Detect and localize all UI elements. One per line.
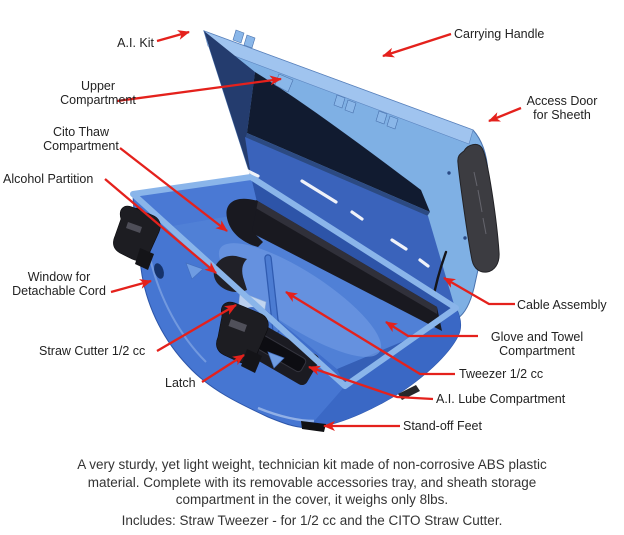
lid-inner-left-wall bbox=[204, 31, 255, 177]
callout-line-carrying-handle bbox=[382, 32, 452, 58]
callout-line-alcohol-partition bbox=[104, 178, 217, 274]
callout-line-upper-compartment bbox=[116, 75, 282, 103]
callout-line-straw-cutter bbox=[156, 304, 237, 352]
label-cito-thaw: Cito Thaw Compartment bbox=[43, 125, 119, 153]
lid-top-ridge bbox=[203, 30, 474, 145]
latch-upper bbox=[113, 205, 161, 270]
label-latch: Latch bbox=[165, 376, 196, 390]
label-upper-compartment: Upper Compartment bbox=[60, 79, 136, 107]
callout-line-ai-lube bbox=[308, 365, 434, 401]
callout-line-cito-thaw bbox=[119, 147, 228, 232]
rim-tab-2 bbox=[267, 351, 285, 369]
label-standoff-feet: Stand-off Feet bbox=[403, 419, 482, 433]
alcohol-partition-clamp bbox=[213, 255, 247, 293]
label-carrying-handle: Carrying Handle bbox=[454, 27, 545, 41]
box-base bbox=[113, 163, 461, 432]
callout-line-window-cord bbox=[110, 279, 152, 294]
description-paragraph: A very sturdy, yet light weight, technic… bbox=[77, 457, 547, 507]
tweezer-rod bbox=[265, 255, 279, 333]
box-outer-right-wall bbox=[310, 308, 461, 427]
label-cable-assembly: Cable Assembly bbox=[517, 298, 607, 312]
callout-line-latch bbox=[201, 354, 245, 383]
callout-line-tweezer bbox=[285, 291, 455, 376]
access-door bbox=[457, 143, 500, 273]
upper-compartment-opening bbox=[247, 72, 430, 212]
callout-line-cable-assembly bbox=[443, 277, 515, 306]
glove-towel-wall bbox=[250, 200, 442, 331]
lid-hinge-tabs bbox=[232, 29, 399, 130]
glove-towel-wall-top bbox=[254, 200, 437, 314]
hinge-highlights bbox=[234, 163, 430, 268]
label-access-door: Access Door for Sheeth bbox=[526, 94, 598, 122]
callout-line-ai-kit bbox=[156, 30, 190, 43]
label-glove-towel: Glove and Towel Compartment bbox=[490, 330, 584, 358]
lid-screw bbox=[447, 171, 451, 175]
label-tweezer: Tweezer 1/2 cc bbox=[459, 367, 544, 381]
lid-screw-2 bbox=[463, 236, 467, 240]
box-rim bbox=[130, 174, 459, 389]
kit-illustration bbox=[104, 29, 522, 432]
rim-tab bbox=[185, 262, 204, 280]
latch-lower bbox=[216, 301, 269, 373]
callout-line-glove-towel bbox=[385, 321, 478, 338]
access-door-marks bbox=[473, 171, 487, 235]
bottom-sheen bbox=[257, 406, 315, 423]
stand-off-foot bbox=[301, 421, 326, 432]
includes-line: Includes: Straw Tweezer - for 1/2 cc and… bbox=[121, 513, 503, 528]
label-alcohol-partition: Alcohol Partition bbox=[3, 172, 94, 186]
callout-arrows bbox=[104, 30, 522, 431]
cord-window bbox=[154, 263, 164, 279]
label-window-cord: Window for Detachable Cord bbox=[12, 270, 106, 298]
label-straw-cutter: Straw Cutter 1/2 cc bbox=[39, 344, 146, 358]
callout-line-access-door bbox=[488, 106, 522, 123]
wall-sheen bbox=[149, 257, 207, 363]
label-ai-lube: A.I. Lube Compartment bbox=[436, 392, 566, 406]
label-ai-kit: A.I. Kit bbox=[117, 36, 154, 50]
tray-hook-end bbox=[226, 198, 263, 247]
upper-compartment-edge bbox=[245, 133, 430, 218]
